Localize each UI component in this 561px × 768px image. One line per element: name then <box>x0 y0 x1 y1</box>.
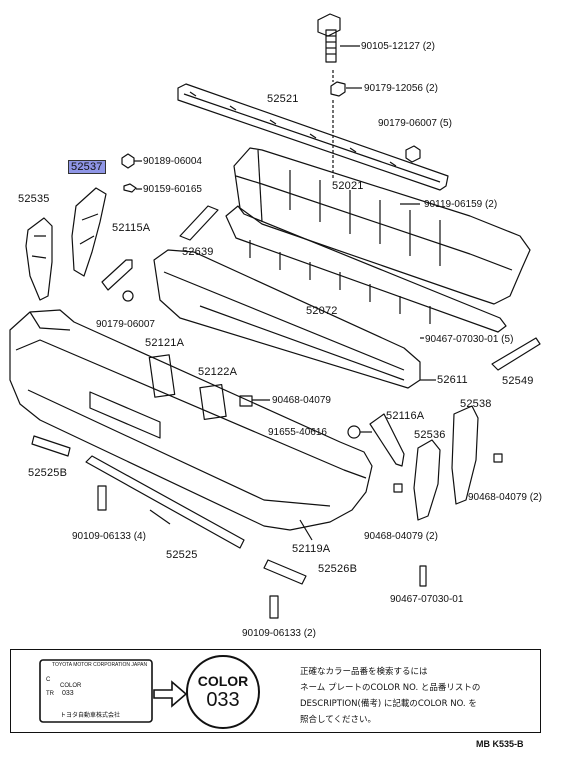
label-52021: 52021 <box>332 180 364 192</box>
label-52536: 52536 <box>414 429 446 441</box>
label-90179-06007-5: 90179-06007 (5) <box>378 118 452 129</box>
plate-c: C <box>46 677 51 683</box>
nut-90179-06007-left-icon <box>122 290 134 302</box>
nut-90179-06007-icon <box>405 145 421 163</box>
color-note-box <box>10 649 541 733</box>
footer-code: MB K535-B <box>476 739 524 749</box>
plate-color: COLOR <box>60 683 82 689</box>
label-52121A: 52121A <box>145 337 185 349</box>
plate-header: TOYOTA MOTOR CORPORATION JAPAN <box>52 662 148 668</box>
bolt-90105-icon <box>317 13 341 63</box>
label-52119A: 52119A <box>292 543 331 555</box>
label-90179-12056: 90179-12056 (2) <box>364 83 438 94</box>
bracket-52122A-shape <box>199 384 227 420</box>
clip-90468-04079-icon <box>239 395 253 407</box>
note-line-1: 正確なカラー品番を検索するには <box>300 667 428 677</box>
label-52116A: 52116A <box>386 410 425 422</box>
label-52526B: 52526B <box>318 563 358 575</box>
side-retainer-52535-shape <box>25 217 53 301</box>
absorber-52611-shape <box>153 249 421 389</box>
brace-52115A-shape <box>101 259 133 291</box>
retainer-52072-shape <box>225 205 507 333</box>
label-90179-06007: 90179-06007 <box>96 319 155 330</box>
label-90105-12127: 90105-12127 (2) <box>361 41 435 52</box>
color-code-circle: COLOR 033 <box>186 655 260 729</box>
label-52122A: 52122A <box>198 366 238 378</box>
label-90467-07030-01: 90467-07030-01 <box>390 594 464 605</box>
label-52537-highlighted: 52537 <box>68 160 106 174</box>
plate-tr: TR <box>46 691 54 697</box>
bolt-90109-06133-left-icon <box>97 485 107 511</box>
label-52538: 52538 <box>460 398 492 410</box>
reinforcement-52521-shape <box>177 83 449 191</box>
screw-90467-07030-01-icon <box>419 565 427 587</box>
bolt-90109-06133-right-icon <box>269 595 279 619</box>
label-52639: 52639 <box>182 246 214 258</box>
label-90189-06004: 90189-06004 <box>143 156 202 167</box>
nut-90179-12056-icon <box>330 81 346 97</box>
bracket-52121A-shape <box>148 354 176 398</box>
bracket-52525-shape <box>85 455 245 549</box>
side-retainer-52536-shape <box>413 439 441 521</box>
label-52535: 52535 <box>18 193 50 205</box>
label-90468-04079: 90468-04079 <box>272 395 331 406</box>
bracket-52525B-shape <box>31 435 71 457</box>
label-91655-40616: 91655-40616 <box>268 427 327 438</box>
grommet-91655-40616-icon <box>347 425 361 439</box>
arrow-right-icon <box>153 680 188 708</box>
note-line-4: 照合してください。 <box>300 715 376 725</box>
bracket-52526B-shape <box>263 559 307 585</box>
label-52525: 52525 <box>166 549 198 561</box>
energy-absorber-52021-shape <box>233 147 531 305</box>
label-90109-06133-2: 90109-06133 (2) <box>242 628 316 639</box>
label-52549: 52549 <box>502 375 534 387</box>
label-52521: 52521 <box>267 93 299 105</box>
plate-code: 033 <box>62 690 74 697</box>
label-52115A: 52115A <box>112 222 151 234</box>
label-90159-60165: 90159-60165 <box>143 184 202 195</box>
side-retainer-52538-shape <box>451 405 479 505</box>
label-90467-07030-01-5: 90467-07030-01 (5) <box>425 334 514 345</box>
label-90109-06133-4: 90109-06133 (4) <box>72 531 146 542</box>
label-90468-04079-2: 90468-04079 (2) <box>364 531 438 542</box>
side-retainer-52537-shape <box>71 187 107 277</box>
moulding-52549-shape <box>491 337 541 371</box>
plate-maker: トヨタ自動車株式会社 <box>60 712 121 719</box>
label-90468-04079-2-right: 90468-04079 (2) <box>468 492 542 503</box>
label-52072: 52072 <box>306 305 338 317</box>
note-line-3: DESCRIPTION(備考) に記載のCOLOR NO. を <box>300 699 477 709</box>
color-word: COLOR <box>197 673 249 689</box>
name-plate-shape <box>39 659 153 723</box>
label-90119-06159: 90119-06159 (2) <box>424 199 498 210</box>
note-line-2: ネーム プレートのCOLOR NO. と品番リストの <box>300 683 481 693</box>
label-52525B: 52525B <box>28 467 68 479</box>
bumper-cover-52119A-shape <box>9 309 373 531</box>
color-code: 033 <box>206 689 240 711</box>
bracket-52639-shape <box>179 205 219 241</box>
label-52611: 52611 <box>437 374 468 386</box>
brace-52116A-shape <box>369 413 405 467</box>
